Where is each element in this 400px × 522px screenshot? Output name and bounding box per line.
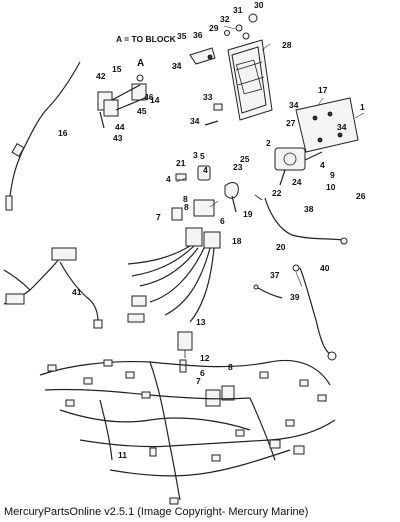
relay-block-lower <box>205 385 235 407</box>
leader-lines <box>171 25 365 288</box>
callout-1: 1 <box>360 102 365 112</box>
callout-labels: 1 2 3 4 5 6 7 8 9 10 11 12 13 14 15 16 1… <box>58 0 366 460</box>
callout-18: 18 <box>232 236 242 246</box>
callout-27: 27 <box>286 118 296 128</box>
callout-42: 42 <box>96 71 106 81</box>
relay-cluster <box>97 74 147 129</box>
callout-22: 22 <box>272 188 282 198</box>
callout-34b: 34 <box>190 116 200 126</box>
mounting-plate <box>295 97 359 153</box>
callout-7b: 7 <box>196 376 201 386</box>
callout-6: 6 <box>220 216 225 226</box>
callout-40: 40 <box>320 263 330 273</box>
callout-32: 32 <box>220 14 230 24</box>
screw-33 <box>204 103 223 126</box>
callout-6b: 6 <box>200 368 205 378</box>
callout-46: 46 <box>144 92 154 102</box>
callout-8c: 8 <box>228 362 233 372</box>
callout-34c: 34 <box>289 100 299 110</box>
callout-44: 44 <box>115 122 125 132</box>
callout-2: 2 <box>266 138 271 148</box>
callout-3: 3 <box>193 150 198 160</box>
relay-block-upper <box>171 199 215 221</box>
marker-a: A <box>137 58 144 69</box>
sensor-12 <box>179 359 187 373</box>
harness-41 <box>3 247 103 329</box>
callout-34d: 34 <box>337 122 347 132</box>
ground-cable <box>292 264 337 361</box>
harness-18 <box>127 227 221 323</box>
callout-29: 29 <box>209 23 219 33</box>
callout-8: 8 <box>183 194 188 204</box>
callout-41: 41 <box>72 287 82 297</box>
callout-15: 15 <box>112 64 122 74</box>
cable-16 <box>5 61 81 211</box>
starter-solenoid <box>274 147 323 186</box>
callout-23: 23 <box>233 162 243 172</box>
callout-8b: 8 <box>184 202 189 212</box>
callout-13: 13 <box>196 317 206 327</box>
note-to-block: A = TO BLOCK <box>116 34 177 44</box>
callout-4: 4 <box>166 174 171 184</box>
callout-4c: 4 <box>320 160 325 170</box>
callout-16: 16 <box>58 128 68 138</box>
callout-19: 19 <box>243 209 253 219</box>
callout-30: 30 <box>254 0 264 10</box>
callout-34a: 34 <box>172 61 182 71</box>
callout-39: 39 <box>290 292 300 302</box>
connector-13 <box>177 331 193 358</box>
callout-5: 5 <box>200 151 205 161</box>
callout-37: 37 <box>270 270 280 280</box>
main-harness-11 <box>39 359 336 505</box>
footer-copyright: MercuryPartsOnline v2.5.1 (Image Copyrig… <box>4 506 309 518</box>
callout-20: 20 <box>276 242 286 252</box>
callout-12: 12 <box>200 353 210 363</box>
callout-36: 36 <box>193 30 203 40</box>
small-bracket <box>189 47 216 65</box>
callout-28: 28 <box>282 40 292 50</box>
ecm-module <box>224 13 273 121</box>
callout-14: 14 <box>150 95 160 105</box>
callout-11: 11 <box>118 450 127 460</box>
callout-43: 43 <box>113 133 123 143</box>
clamp-19 <box>224 182 239 213</box>
callout-25: 25 <box>240 154 250 164</box>
callout-31: 31 <box>233 5 243 15</box>
callout-33: 33 <box>203 92 213 102</box>
callout-38: 38 <box>304 204 314 214</box>
battery-cable <box>254 194 348 245</box>
callout-9: 9 <box>330 170 335 180</box>
callout-24: 24 <box>292 177 302 187</box>
callout-45: 45 <box>137 106 147 116</box>
callout-26: 26 <box>356 191 366 201</box>
callout-17: 17 <box>318 85 328 95</box>
callout-35: 35 <box>177 31 187 41</box>
callout-7: 7 <box>156 212 161 222</box>
callout-10: 10 <box>326 182 336 192</box>
callout-21: 21 <box>176 158 186 168</box>
tie-strap-37 <box>253 284 283 299</box>
callout-4b: 4 <box>203 165 208 175</box>
